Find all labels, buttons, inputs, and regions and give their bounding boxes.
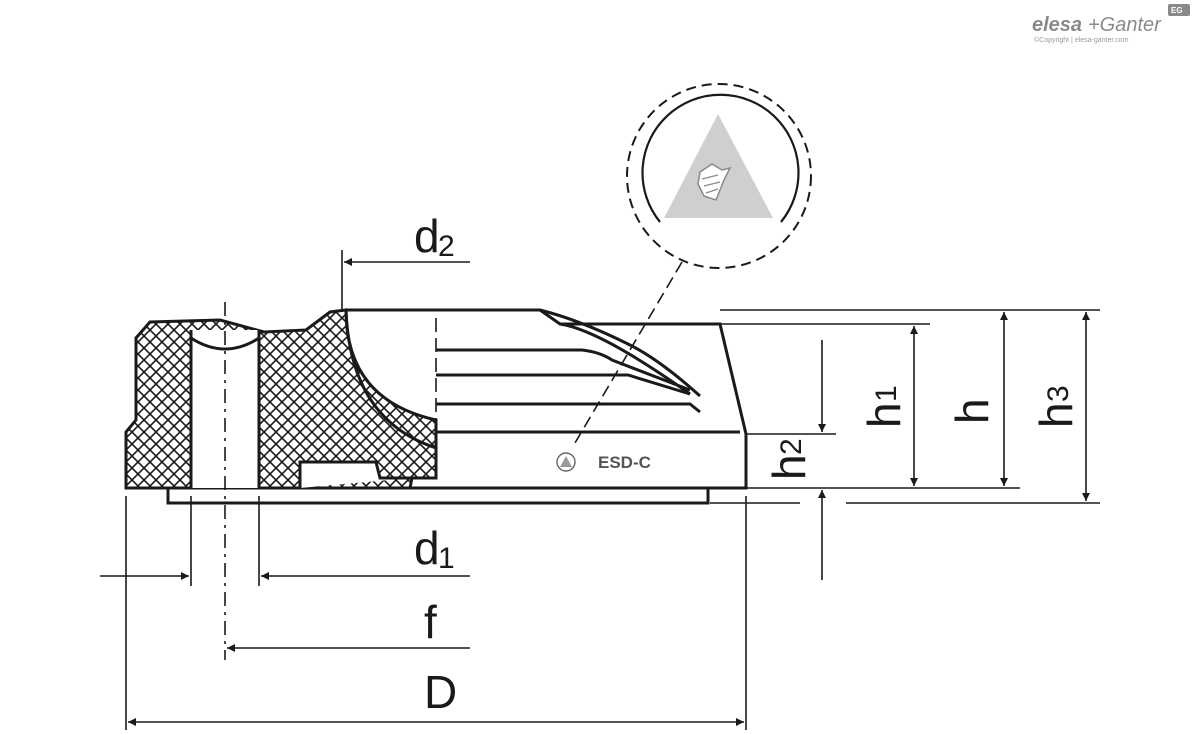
label-h: h <box>946 398 998 424</box>
label-D: D <box>424 666 457 718</box>
label-h3: h <box>1030 402 1082 428</box>
label-h1: h <box>858 402 910 428</box>
brand-name-part2: +Ganter <box>1088 14 1162 36</box>
esd-leader-line <box>571 261 683 449</box>
label-d1: d <box>414 522 440 574</box>
brand-logo: elesa +Ganter EG ©Copyright | elesa-gant… <box>1032 4 1190 44</box>
dimension-d2 <box>341 250 470 310</box>
label-h2: h <box>763 454 815 480</box>
label-h3-sub: 3 <box>1042 385 1075 402</box>
esd-marking-text: ESD-C <box>598 453 651 472</box>
label-f: f <box>424 596 437 648</box>
esd-triangle-icon <box>664 114 773 218</box>
esd-symbol-callout <box>571 83 812 449</box>
label-d1-sub: 1 <box>438 542 455 575</box>
base-plate <box>166 486 710 505</box>
brand-copyright: ©Copyright | elesa-ganter.com <box>1034 36 1129 44</box>
hatched-body <box>124 308 438 490</box>
dimension-D <box>125 496 747 730</box>
brand-name-part1: elesa <box>1032 14 1082 36</box>
label-d2-sub: 2 <box>438 230 455 263</box>
label-h1-sub: 1 <box>870 385 903 402</box>
label-d2: d <box>414 210 440 262</box>
extension-lines <box>710 309 1100 504</box>
brand-badge-bg <box>1168 4 1190 16</box>
esd-small-icon <box>556 452 576 472</box>
brand-badge: EG <box>1171 6 1183 15</box>
center-lines <box>224 302 437 660</box>
esd-hand-icon <box>697 163 732 201</box>
dimension-d1 <box>100 496 470 586</box>
esd-marking: ESD-C <box>556 452 651 472</box>
label-h2-sub: 2 <box>775 438 808 455</box>
